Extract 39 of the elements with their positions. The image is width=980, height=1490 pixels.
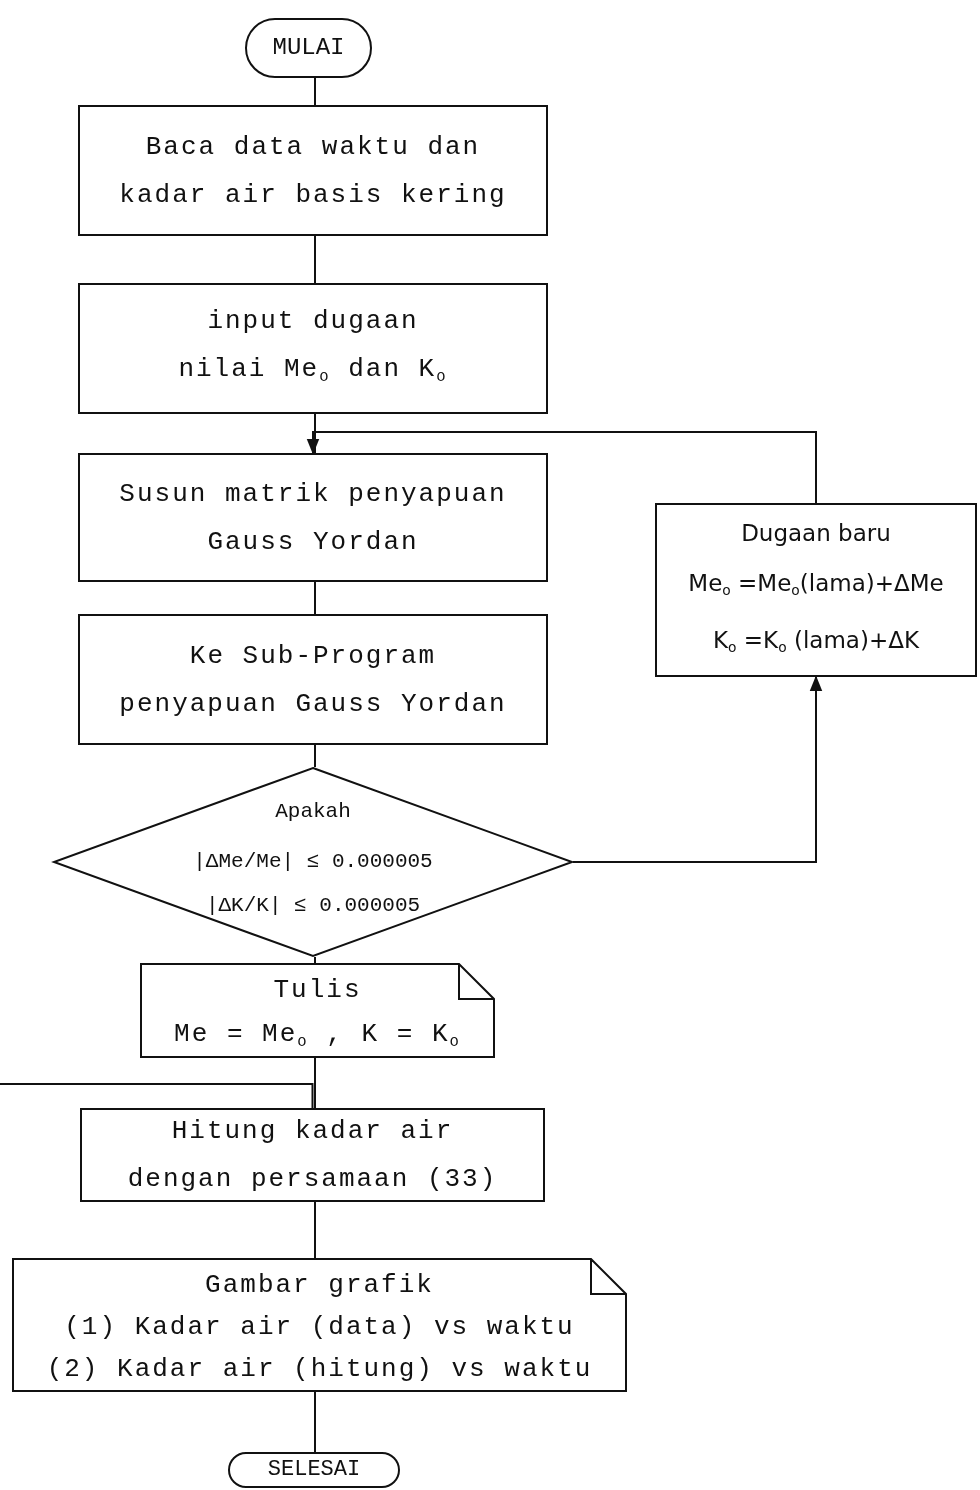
node-text: Hitung kadar air dengan persamaan (33) bbox=[126, 1115, 499, 1196]
document-shape bbox=[12, 1258, 627, 1392]
decision-diamond bbox=[53, 767, 573, 957]
node-text: MULAI bbox=[271, 33, 346, 63]
node-text: Me$_{o}$ =Me$_{o}$(lama)+ΔMe bbox=[688, 568, 944, 600]
connector-line bbox=[314, 956, 316, 964]
process-box bbox=[80, 1108, 545, 1202]
connector-line bbox=[314, 235, 316, 284]
node-text: input dugaan nilai Me$_{o}$ dan K$_{o}$ bbox=[177, 304, 449, 388]
connector-line bbox=[314, 581, 316, 615]
document-shape bbox=[140, 963, 495, 1058]
process-box bbox=[78, 453, 548, 582]
node-text: |ΔMe/Me| ≤ 0.000005 bbox=[192, 849, 434, 875]
connector-line bbox=[0, 1083, 314, 1109]
node-text: K$_{o}$ =K$_{o}$ (lama)+ΔK bbox=[713, 626, 919, 658]
process-box bbox=[78, 105, 548, 236]
node-heading: Apakah bbox=[274, 799, 352, 825]
process-box bbox=[78, 614, 548, 745]
node-text: Susun matrik penyapuan Gauss Yordan bbox=[118, 477, 508, 559]
node-text: |ΔK/K| ≤ 0.000005 bbox=[204, 893, 422, 919]
connector-line bbox=[314, 1391, 316, 1453]
arrow bbox=[572, 675, 823, 863]
connector-line bbox=[314, 744, 316, 768]
node-text: Baca data waktu dan kadar air basis kering bbox=[118, 130, 508, 212]
process-box bbox=[78, 283, 548, 414]
connector-line bbox=[314, 1057, 316, 1109]
node-text: (2) Kadar air (hitung) vs waktu bbox=[45, 1353, 594, 1386]
node-text: Me = Me$_{o}$ , K = K$_{o}$ bbox=[173, 1017, 462, 1053]
node-heading: Gambar grafik bbox=[204, 1269, 435, 1302]
node-heading: Tulis bbox=[272, 974, 363, 1007]
process-box bbox=[655, 503, 977, 677]
arrow bbox=[306, 431, 817, 504]
node-heading: Dugaan baru bbox=[741, 518, 891, 548]
connector-line bbox=[314, 1201, 316, 1259]
node-text: SELESAI bbox=[266, 1456, 362, 1484]
node-text: Ke Sub-Program penyapuan Gauss Yordan bbox=[118, 639, 508, 721]
node-text: (1) Kadar air (data) vs waktu bbox=[63, 1311, 576, 1344]
connector-line bbox=[314, 77, 316, 106]
connector-line bbox=[314, 413, 316, 454]
